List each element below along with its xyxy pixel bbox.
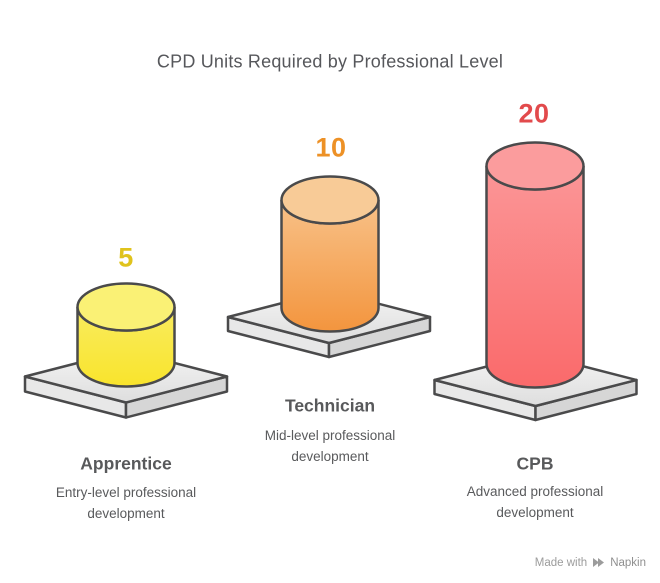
made-with-text: Made with [534, 556, 588, 569]
made-with-napkin-link[interactable]: Made with Napkin [535, 556, 646, 569]
category-label-technician: Technician [284, 395, 376, 416]
value-label-technician: 10 [315, 132, 347, 163]
category-label-apprentice: Apprentice [80, 453, 172, 474]
description-apprentice: Entry-level professional development [55, 485, 197, 521]
value-label-apprentice: 5 [118, 242, 134, 273]
napkin-logo-icon [593, 558, 605, 567]
value-label-cpb: 20 [518, 98, 550, 129]
cpb-cylinder [485, 141, 585, 389]
apprentice-cylinder [76, 282, 176, 388]
description-technician: Mid-level professional development [264, 428, 396, 464]
category-label-cpb: CPB [516, 453, 554, 474]
description-cpb: Advanced professional development [466, 484, 604, 520]
napkin-brand-text: Napkin [610, 556, 646, 569]
technician-cylinder [280, 175, 380, 333]
chart-title: CPD Units Required by Professional Level [156, 51, 504, 72]
